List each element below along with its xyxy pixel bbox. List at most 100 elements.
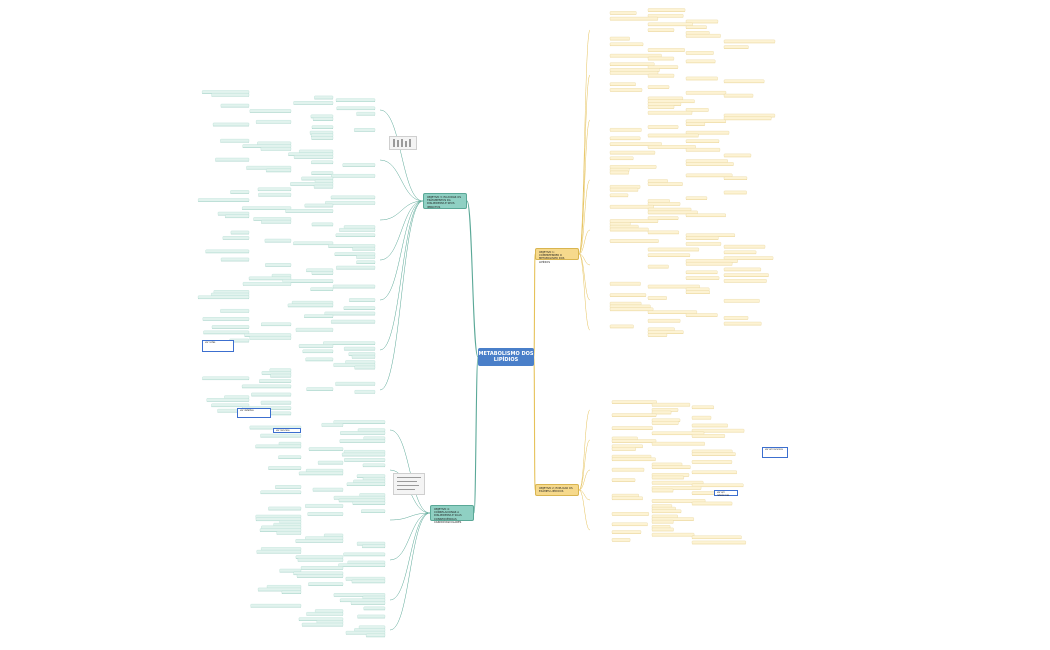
topic-leaf[interactable]: [609, 204, 654, 209]
topic-leaf[interactable]: [310, 287, 334, 291]
topic-leaf[interactable]: [685, 261, 733, 266]
topic-leaf[interactable]: [609, 11, 637, 15]
topic-leaf[interactable]: [651, 465, 691, 469]
topic-leaf[interactable]: [249, 336, 292, 340]
topic-leaf[interactable]: [287, 303, 334, 307]
topic-leaf[interactable]: [723, 113, 776, 118]
topic-leaf[interactable]: [647, 216, 679, 220]
topic-leaf[interactable]: [647, 199, 670, 203]
topic-leaf[interactable]: [609, 36, 630, 41]
topic-leaf[interactable]: [685, 147, 721, 152]
topic-leaf[interactable]: [647, 179, 668, 183]
topic-leaf[interactable]: [723, 299, 760, 303]
topic-leaf[interactable]: [691, 434, 725, 438]
topic-leaf[interactable]: [332, 284, 376, 289]
topic-leaf[interactable]: [260, 433, 302, 438]
topic-leaf[interactable]: [258, 192, 292, 197]
topic-leaf[interactable]: [255, 444, 302, 448]
topic-leaf[interactable]: [647, 318, 681, 323]
topic-leaf[interactable]: [331, 174, 376, 178]
topic-leaf[interactable]: [647, 253, 691, 257]
topic-leaf[interactable]: [611, 426, 653, 430]
topic-leaf[interactable]: [723, 93, 754, 98]
topic-leaf[interactable]: [264, 238, 292, 243]
topic-leaf[interactable]: [691, 423, 728, 428]
topic-leaf[interactable]: [647, 247, 700, 252]
topic-leaf[interactable]: [295, 539, 344, 543]
topic-leaf[interactable]: [352, 501, 386, 505]
topic-leaf[interactable]: [290, 182, 334, 186]
topic-leaf[interactable]: [647, 85, 670, 89]
topic-leaf[interactable]: [335, 98, 376, 102]
topic-leaf[interactable]: [313, 184, 334, 189]
topic-leaf[interactable]: [647, 102, 682, 106]
topic-leaf[interactable]: [343, 306, 376, 310]
topic-leaf[interactable]: [647, 28, 675, 32]
topic-leaf[interactable]: [651, 421, 679, 425]
topic-leaf[interactable]: [609, 165, 657, 169]
topic-leaf[interactable]: [324, 311, 376, 316]
topic-leaf[interactable]: [647, 56, 675, 61]
topic-leaf[interactable]: [609, 62, 655, 66]
branch-objetivo-3[interactable]: OBJETIVO 3: ELUCIDAR OS TRATAMENTOS DA D…: [423, 193, 467, 209]
topic-leaf[interactable]: [202, 317, 250, 321]
topic-leaf[interactable]: [323, 341, 376, 345]
branch-objetivo-2[interactable]: OBJETIVO 2: EXPLICAR OS EXAMES LIPÍDICOS: [535, 484, 579, 496]
topic-leaf[interactable]: [609, 150, 656, 155]
topic-leaf[interactable]: [346, 482, 386, 486]
topic-leaf[interactable]: [304, 203, 334, 208]
topic-leaf[interactable]: [723, 45, 749, 49]
topic-leaf[interactable]: [611, 400, 657, 404]
topic-leaf[interactable]: [685, 119, 726, 123]
topic-leaf[interactable]: [685, 122, 705, 126]
topic-leaf[interactable]: [279, 568, 302, 573]
topic-leaf[interactable]: [609, 239, 659, 243]
topic-leaf[interactable]: [211, 93, 250, 97]
topic-leaf[interactable]: [685, 34, 721, 38]
topic-leaf[interactable]: [335, 233, 376, 237]
topic-leaf[interactable]: [198, 198, 250, 202]
topic-leaf[interactable]: [647, 210, 698, 215]
central-topic[interactable]: METABOLISMO DOS LIPÍDIOS: [478, 348, 534, 366]
topic-leaf[interactable]: [281, 590, 302, 594]
topic-leaf[interactable]: [242, 282, 292, 286]
topic-leaf[interactable]: [609, 293, 647, 297]
topic-leaf[interactable]: [336, 265, 376, 270]
topic-leaf[interactable]: [685, 19, 719, 24]
topic-leaf[interactable]: [343, 552, 386, 556]
topic-leaf[interactable]: [685, 259, 738, 263]
topic-leaf[interactable]: [685, 196, 708, 200]
topic-leaf[interactable]: [685, 162, 734, 166]
topic-leaf[interactable]: [362, 544, 386, 548]
topic-leaf[interactable]: [609, 53, 662, 58]
topic-leaf[interactable]: [325, 201, 376, 205]
topic-leaf[interactable]: [276, 531, 302, 535]
topic-leaf[interactable]: [230, 230, 250, 235]
topic-leaf[interactable]: [298, 471, 344, 475]
topic-leaf[interactable]: [357, 614, 386, 619]
topic-leaf[interactable]: [282, 279, 334, 283]
topic-leaf[interactable]: [647, 22, 693, 26]
topic-leaf[interactable]: [275, 485, 302, 489]
topic-leaf[interactable]: [361, 509, 386, 513]
topic-leaf[interactable]: [647, 145, 696, 149]
topic-leaf[interactable]: [685, 91, 727, 95]
topic-leaf[interactable]: [685, 76, 718, 81]
topic-leaf[interactable]: [312, 117, 334, 121]
topic-leaf[interactable]: [723, 190, 747, 195]
topic-leaf[interactable]: [685, 233, 735, 237]
topic-leaf[interactable]: [651, 527, 674, 532]
topic-leaf[interactable]: [685, 236, 719, 240]
topic-leaf[interactable]: [651, 402, 691, 407]
topic-leaf[interactable]: [611, 439, 657, 443]
topic-leaf[interactable]: [260, 147, 292, 151]
topic-leaf[interactable]: [253, 217, 292, 221]
topic-leaf[interactable]: [344, 458, 386, 462]
topic-leaf[interactable]: [691, 405, 714, 409]
topic-leaf[interactable]: [338, 498, 386, 502]
topic-leaf[interactable]: [611, 538, 631, 542]
topic-leaf[interactable]: [609, 185, 641, 189]
topic-leaf[interactable]: [685, 31, 710, 35]
topic-leaf[interactable]: [691, 460, 733, 464]
